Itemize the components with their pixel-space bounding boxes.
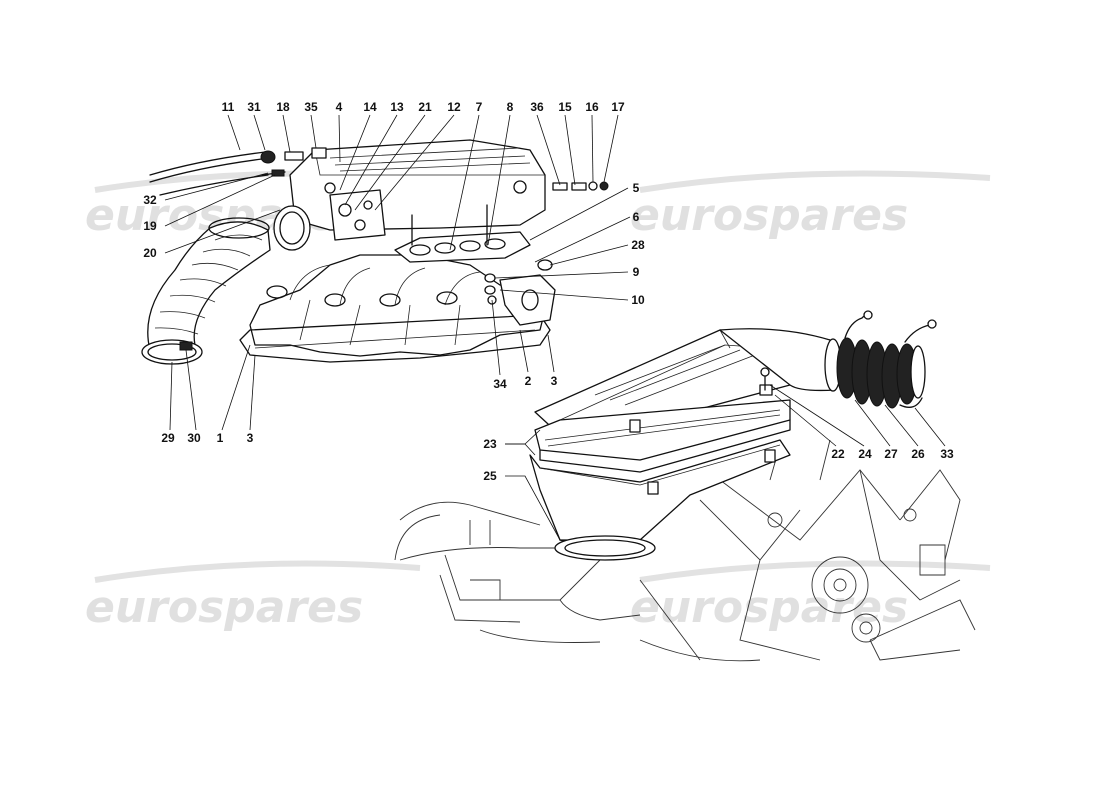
air-duct-bellows xyxy=(719,310,937,409)
callout-18: 18 xyxy=(276,100,290,114)
callout-12: 12 xyxy=(447,100,461,114)
callout-9: 9 xyxy=(633,265,640,279)
callout-29: 29 xyxy=(161,431,175,445)
stud-nut-washer xyxy=(552,181,609,191)
watermark-bottom-right: eurospares xyxy=(630,560,991,633)
callout-10: 10 xyxy=(631,293,645,307)
callout-11: 11 xyxy=(222,100,235,114)
callout-labels: 11 31 18 35 4 14 13 21 12 7 8 36 15 16 1… xyxy=(143,100,954,483)
callout-3-left: 3 xyxy=(247,431,254,445)
callout-35: 35 xyxy=(304,100,318,114)
callout-26: 26 xyxy=(911,447,925,461)
callout-32: 32 xyxy=(143,193,157,207)
watermark-text: eurospares xyxy=(630,582,908,633)
callout-16: 16 xyxy=(585,100,599,114)
callout-14: 14 xyxy=(363,100,377,114)
callout-36: 36 xyxy=(530,100,544,114)
callout-6: 6 xyxy=(633,210,640,224)
callout-31: 31 xyxy=(247,100,261,114)
callout-33: 33 xyxy=(940,447,954,461)
callout-7: 7 xyxy=(476,100,483,114)
vacuum-hoses xyxy=(149,147,327,196)
callout-28: 28 xyxy=(631,238,645,252)
callout-30: 30 xyxy=(187,431,201,445)
callout-15: 15 xyxy=(558,100,572,114)
callout-21: 21 xyxy=(418,100,432,114)
callout-22: 22 xyxy=(831,447,845,461)
callout-1: 1 xyxy=(217,431,224,445)
watermark-text: eurospares xyxy=(85,582,363,633)
callout-4: 4 xyxy=(336,100,343,114)
callout-8: 8 xyxy=(507,100,514,114)
engine-outline xyxy=(394,439,976,662)
callout-2: 2 xyxy=(525,374,532,388)
leader-lines xyxy=(164,114,946,541)
watermark-text: eurospares xyxy=(630,190,908,241)
watermark-bottom-left: eurospares xyxy=(85,560,421,633)
callout-19: 19 xyxy=(143,219,157,233)
callout-17: 17 xyxy=(611,100,625,114)
intake-manifold xyxy=(239,139,556,363)
callout-23: 23 xyxy=(483,437,497,451)
watermark-top-right: eurospares xyxy=(630,170,991,241)
callout-13: 13 xyxy=(390,100,404,114)
callout-24: 24 xyxy=(858,447,872,461)
callout-34: 34 xyxy=(493,377,507,391)
callout-27: 27 xyxy=(884,447,898,461)
callout-5: 5 xyxy=(633,181,640,195)
callout-20: 20 xyxy=(143,246,157,260)
callout-25: 25 xyxy=(483,469,497,483)
callout-3-right: 3 xyxy=(551,374,558,388)
